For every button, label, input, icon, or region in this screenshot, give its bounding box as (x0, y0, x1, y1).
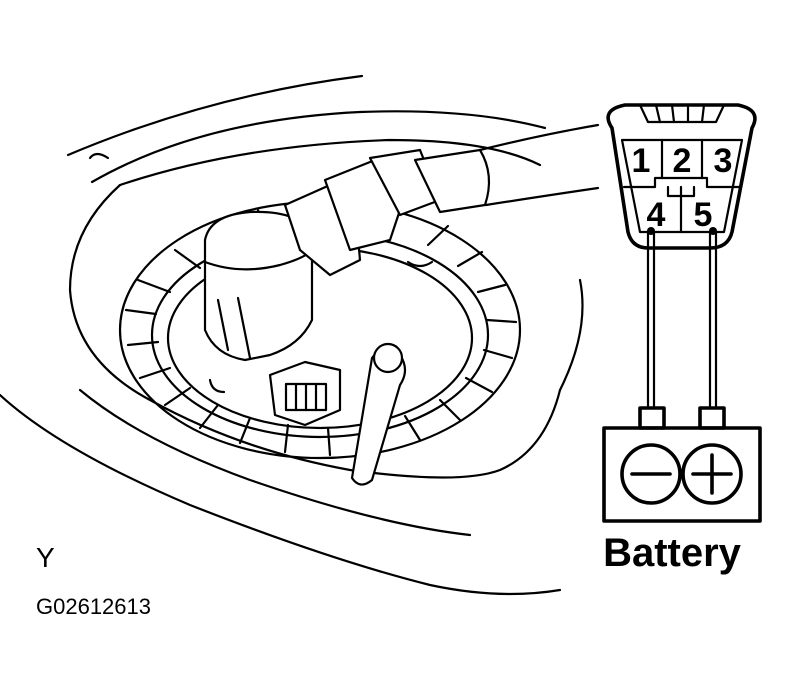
plus-sign-circle (681, 443, 743, 505)
pin-label-2: 2 (673, 142, 692, 180)
test-leads (646, 227, 718, 410)
pin-label-4: 4 (647, 196, 666, 234)
battery-terminal-positive (698, 406, 726, 430)
view-label: Y (36, 542, 55, 573)
fuel-pump-illustration (0, 74, 600, 596)
battery-case (602, 426, 762, 523)
connector-diagram (606, 103, 757, 250)
pin-label-1: 1 (632, 142, 651, 180)
battery (602, 406, 762, 523)
pin-label-3: 3 (714, 142, 733, 180)
battery-terminal-negative (638, 406, 666, 430)
battery-label: Battery (603, 531, 742, 575)
figure-code: G02612613 (36, 594, 151, 619)
pin-label-5: 5 (694, 196, 713, 234)
minus-sign-circle (620, 443, 682, 505)
